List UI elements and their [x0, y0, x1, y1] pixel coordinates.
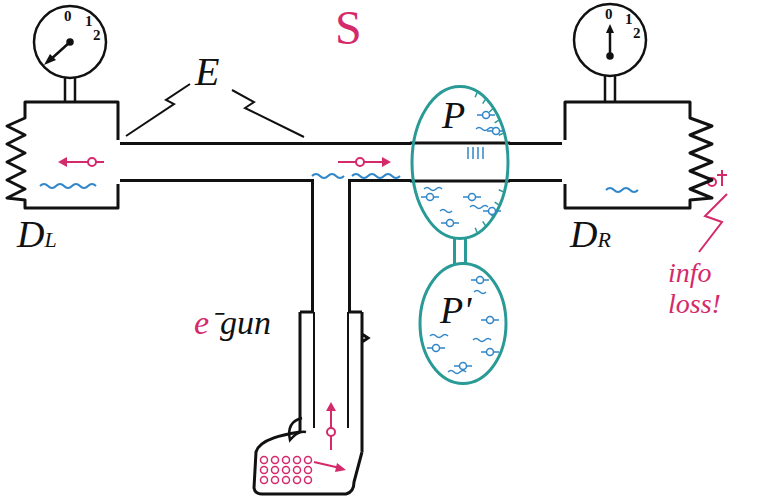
node-label: P [442, 95, 465, 137]
rim-tick [483, 221, 486, 226]
water-wave [448, 371, 466, 374]
dial-number: 1 [625, 11, 633, 28]
grip-dot [294, 477, 301, 484]
potential-blob: P' [418, 262, 508, 385]
pipe-interior [120, 162, 562, 312]
water-wave [424, 188, 442, 191]
grip-dot [283, 467, 290, 474]
pipe-interior [120, 162, 331, 312]
water-wave [440, 210, 452, 213]
pipe-walls [120, 162, 562, 312]
pipe-wall [410, 180, 510, 183]
water-wave [430, 335, 448, 338]
grip-dot [294, 457, 301, 464]
detector-outline [7, 102, 118, 208]
grip-dot [272, 467, 279, 474]
gun-grip [254, 432, 362, 494]
pipe-interior [456, 238, 464, 264]
water-wave [474, 291, 486, 294]
electron-symbol [471, 277, 489, 284]
rim-tick [483, 99, 486, 104]
field-mark [467, 147, 469, 159]
grip-dot [283, 457, 290, 464]
rim-tick [499, 190, 505, 192]
electron-symbol [483, 208, 501, 215]
electron-arrow [335, 463, 346, 472]
field-mark [472, 147, 474, 159]
pipe-interior [331, 162, 411, 312]
electron-symbol [454, 363, 472, 370]
rim-tick [489, 108, 493, 112]
grip-dot [283, 477, 290, 484]
node-label: DL [17, 214, 57, 256]
grip-dot [272, 457, 279, 464]
electron-symbol [481, 317, 499, 324]
dial-number: 2 [633, 25, 641, 42]
water-wave [40, 174, 638, 192]
water-wave [470, 206, 488, 209]
gun-trigger [289, 418, 306, 440]
dial-number: 0 [64, 8, 72, 25]
node-label: DR [570, 214, 611, 256]
grip-dot [305, 467, 312, 474]
node-label: P' [440, 290, 471, 332]
electron-arrow [327, 428, 335, 436]
vacuum-pipe [509, 162, 562, 163]
field-label: E [195, 50, 219, 94]
pipe-wall [410, 142, 510, 145]
grip-dot [261, 457, 268, 464]
detector-outline [565, 102, 712, 208]
potential-blob: P [410, 85, 510, 240]
dial-number: 1 [85, 13, 93, 30]
electron-arrow [338, 157, 391, 167]
electron-arrow [326, 402, 336, 411]
vacuum-pipe [331, 162, 411, 312]
neck-pipe [460, 238, 461, 264]
detector-box: DR [562, 100, 717, 210]
grip-dot [294, 467, 301, 474]
electron-symbol [477, 112, 495, 119]
water-wave [476, 128, 494, 131]
gun-tube [314, 312, 348, 428]
detector-box-shape [562, 100, 717, 210]
grip-dot [261, 477, 268, 484]
electron-gun: e⁻gun [250, 312, 365, 497]
grip-dot [305, 457, 312, 464]
gun-barrel [300, 312, 368, 452]
pipe-interior [509, 145, 562, 179]
electron-symbol [481, 349, 499, 356]
rim-tick [495, 120, 500, 123]
gauge [34, 6, 106, 102]
water-wave [473, 339, 491, 342]
field-mark [477, 147, 479, 159]
electron-symbol [463, 194, 481, 201]
field-mark [482, 147, 484, 159]
rim-tick [495, 202, 500, 205]
grip-dot [272, 477, 279, 484]
detector-box: DL [5, 100, 120, 210]
blob-outline [412, 87, 508, 239]
rim-tick [475, 92, 477, 98]
grip-dot [261, 467, 268, 474]
electron-arrow [58, 157, 104, 167]
detector-box-shape [5, 100, 120, 210]
dial-number: 0 [605, 6, 613, 23]
grip-dot [305, 477, 312, 484]
blob-outline [420, 264, 506, 384]
rim-tick [475, 228, 477, 234]
vacuum-pipe [120, 162, 331, 312]
dial-number: 2 [93, 27, 101, 44]
system-label: S [335, 2, 362, 55]
electron-symbol [441, 220, 459, 227]
electron-symbol [427, 345, 445, 352]
node-label: e⁻gun [194, 304, 271, 341]
gauge [574, 4, 646, 102]
note-label: info loss! [668, 258, 752, 320]
electron-symbol [421, 194, 439, 201]
